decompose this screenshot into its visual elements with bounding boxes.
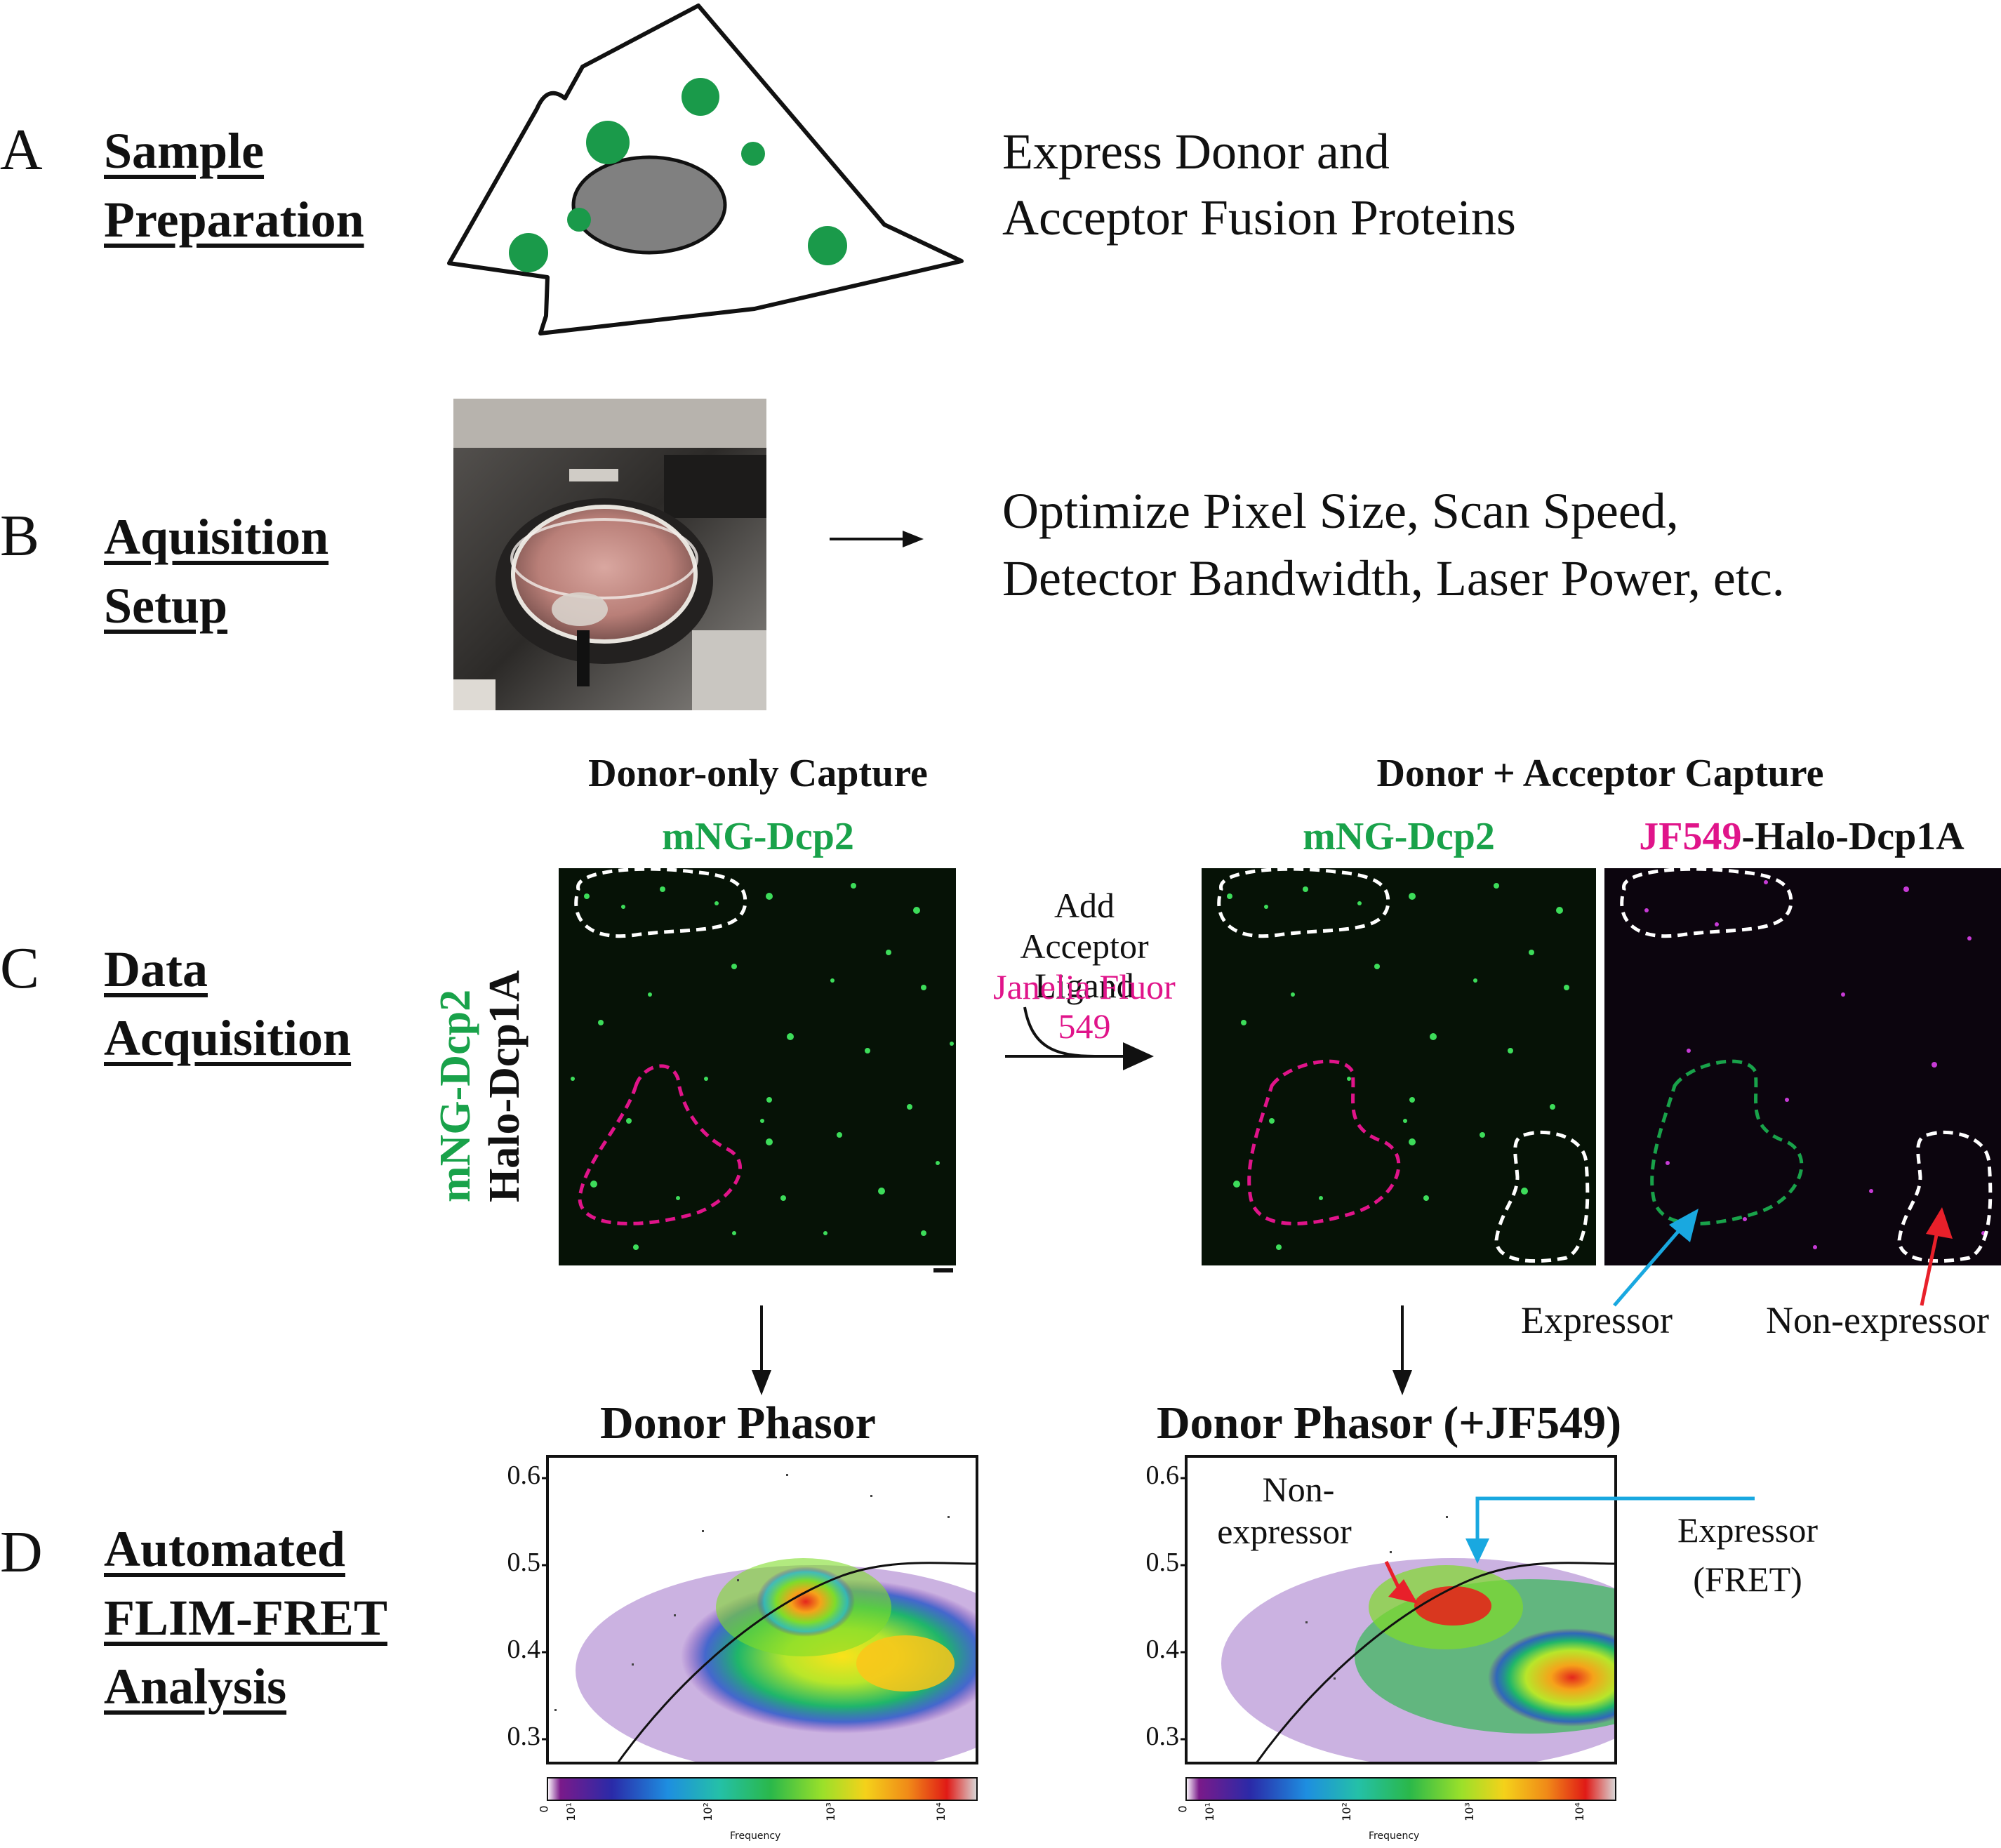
section-letter-d: D bbox=[0, 1520, 43, 1585]
section-c-title-2: Acquisition bbox=[104, 1010, 352, 1066]
granule bbox=[586, 121, 630, 164]
section-letter-b: B bbox=[0, 503, 40, 569]
section-d-title-1: Automated bbox=[104, 1521, 345, 1577]
left-cbar-tick-2: 10² bbox=[700, 1802, 714, 1821]
granule bbox=[682, 78, 719, 116]
jf549-label: JF549 bbox=[1639, 815, 1742, 858]
add-ligand-line2: Acceptor Ligand bbox=[1020, 926, 1149, 1005]
left-cbar-tick-1: 10¹ bbox=[564, 1802, 578, 1821]
donor-only-channel-label: mNG-Dcp2 bbox=[662, 815, 854, 858]
down-arrow-left bbox=[752, 1305, 771, 1395]
donor-acceptor-jf-label: JF549-Halo-Dcp1A bbox=[1604, 814, 1999, 859]
section-a-title-2: Preparation bbox=[104, 192, 364, 248]
left-ytick-2: 0.4 bbox=[507, 1635, 541, 1664]
section-b-desc-1: Optimize Pixel Size, Scan Speed, bbox=[1002, 483, 1679, 539]
donor-acceptor-heading: Donor + Acceptor Capture bbox=[1376, 752, 1824, 795]
left-colorbar bbox=[547, 1777, 978, 1801]
left-ytick-0: 0.6 bbox=[507, 1461, 541, 1490]
section-letter-c: C bbox=[0, 936, 40, 1001]
right-cbar-tick-4: 10⁴ bbox=[1572, 1802, 1586, 1821]
granule bbox=[509, 233, 548, 272]
donor-acceptor-mng-image bbox=[1202, 868, 1596, 1265]
section-d-title-2: FLIM-FRET bbox=[104, 1590, 387, 1646]
section-a-title-1: Sample bbox=[104, 123, 265, 179]
left-phasor-density bbox=[554, 1474, 977, 1763]
expressor-arrow bbox=[1613, 1227, 1682, 1307]
donor-acceptor-jf549-image bbox=[1604, 868, 2001, 1265]
right-ytick-1: 0.5 bbox=[1145, 1548, 1180, 1577]
nucleus bbox=[571, 155, 727, 255]
donor-only-image bbox=[559, 868, 956, 1265]
halo-dcp1a-label: -Halo-Dcp1A bbox=[1741, 815, 1965, 858]
section-b-title-1: Aquisition bbox=[104, 509, 329, 565]
right-cbar-tick-2: 10² bbox=[1339, 1802, 1353, 1821]
add-ligand-arrow bbox=[1005, 1006, 1154, 1070]
donor-only-heading: Donor-only Capture bbox=[588, 752, 928, 795]
microscope-stage-photo bbox=[453, 399, 766, 710]
phasor-nonexpressor-line2: expressor bbox=[1217, 1512, 1352, 1551]
arrow-to-optimize bbox=[830, 531, 924, 547]
section-letter-a: A bbox=[0, 117, 43, 182]
section-d-title-3: Analysis bbox=[104, 1658, 287, 1715]
puncta bbox=[1227, 883, 1569, 1250]
puncta bbox=[1644, 880, 1986, 1249]
nonexpressor-arrow bbox=[1920, 1231, 1939, 1306]
phasor-expressor-arrow bbox=[1475, 1496, 1755, 1541]
left-ytick-1: 0.5 bbox=[507, 1548, 541, 1577]
right-ytick-2: 0.4 bbox=[1145, 1635, 1180, 1664]
right-ytick-3: 0.3 bbox=[1145, 1722, 1180, 1751]
left-cbar-label: Frequency bbox=[730, 1830, 781, 1842]
right-cbar-tick-1: 10¹ bbox=[1202, 1802, 1216, 1821]
granule bbox=[808, 226, 847, 265]
right-cbar-label: Frequency bbox=[1369, 1830, 1420, 1842]
phasor-expressor-line2: (FRET) bbox=[1693, 1560, 1802, 1599]
phasor-nonexpressor-line1: Non- bbox=[1262, 1470, 1335, 1509]
left-cbar-tick-4: 10⁴ bbox=[933, 1802, 948, 1821]
phasor-expressor-line1: Expressor bbox=[1677, 1510, 1818, 1550]
section-a-desc-2: Acceptor Fusion Proteins bbox=[1002, 190, 1516, 246]
section-c-title-1: Data bbox=[104, 941, 208, 997]
add-ligand-line1: Add bbox=[1053, 886, 1115, 925]
section-a-desc-1: Express Donor and bbox=[1002, 124, 1390, 180]
down-arrow-right bbox=[1392, 1305, 1412, 1395]
right-ytick-0: 0.6 bbox=[1145, 1461, 1180, 1490]
left-ytick-3: 0.3 bbox=[507, 1722, 541, 1751]
left-cbar-tick-0: 0 bbox=[537, 1805, 551, 1813]
cell-illustration bbox=[447, 4, 964, 335]
nonexpressor-label: Non-expressor bbox=[1766, 1299, 1989, 1341]
right-cbar-tick-3: 10³ bbox=[1462, 1802, 1476, 1821]
left-phasor-title: Donor Phasor bbox=[600, 1397, 876, 1449]
add-ligand-line3: Janelia Fluor 549 bbox=[993, 967, 1176, 1046]
scale-bar bbox=[933, 1268, 953, 1272]
expressor-arrows bbox=[1613, 1207, 1953, 1307]
expressor-label: Expressor bbox=[1521, 1299, 1673, 1341]
left-cbar-tick-3: 10³ bbox=[823, 1802, 837, 1821]
right-cbar-tick-0: 0 bbox=[1176, 1805, 1190, 1813]
granule bbox=[567, 208, 591, 232]
right-phasor-title: Donor Phasor (+JF549) bbox=[1157, 1397, 1622, 1449]
right-phasor-density bbox=[1221, 1516, 1616, 1763]
section-b-desc-2: Detector Bandwidth, Laser Power, etc. bbox=[1002, 550, 1785, 606]
donor-acceptor-mng-label: mNG-Dcp2 bbox=[1303, 815, 1495, 858]
right-colorbar bbox=[1185, 1777, 1616, 1801]
puncta bbox=[571, 883, 954, 1250]
section-b-title-2: Setup bbox=[104, 578, 228, 634]
granule bbox=[741, 142, 765, 166]
